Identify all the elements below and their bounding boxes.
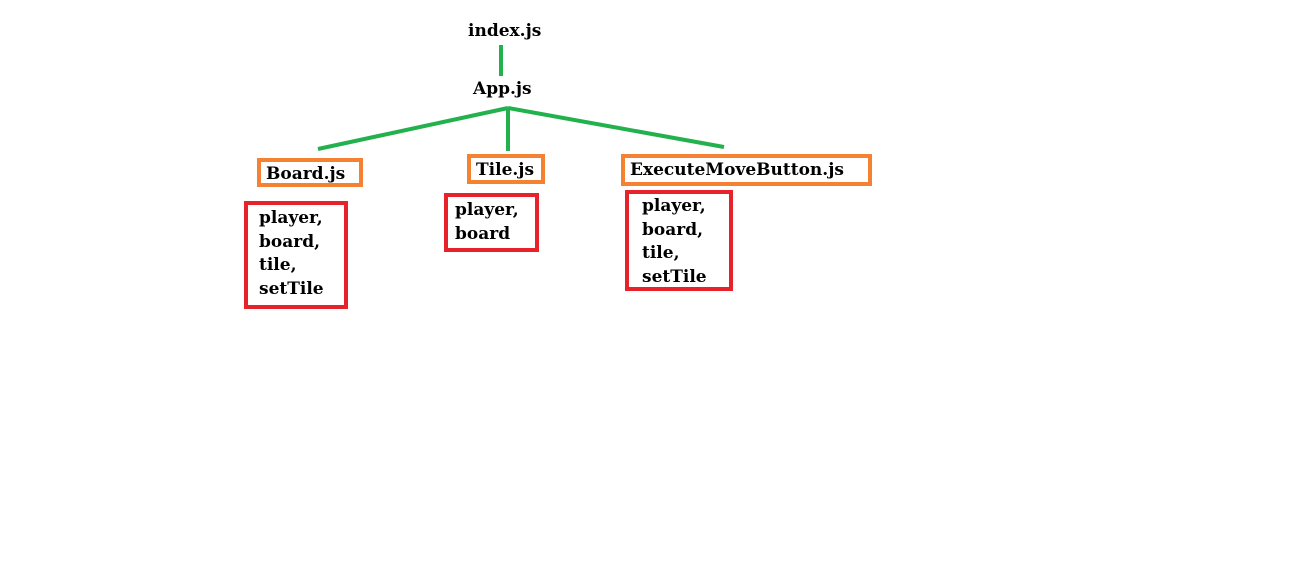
- props-tile: player, board: [444, 193, 539, 252]
- prop-item: player,: [642, 196, 706, 216]
- prop-item: board: [455, 223, 511, 244]
- connector-app-board: [317, 106, 509, 151]
- root-node-index: index.js: [468, 21, 542, 41]
- prop-item: setTile: [642, 266, 707, 287]
- props-board: player, board, tile, setTile: [244, 201, 348, 309]
- component-executemovebutton: ExecuteMoveButton.js: [621, 154, 872, 186]
- app-node: App.js: [473, 79, 532, 99]
- prop-item: player,: [259, 208, 323, 228]
- connector-app-executemovebutton: [507, 106, 725, 149]
- prop-item: tile,: [259, 255, 297, 275]
- prop-item: setTile: [259, 278, 324, 299]
- prop-item: player,: [455, 200, 519, 220]
- component-board: Board.js: [257, 158, 363, 187]
- prop-item: tile,: [642, 243, 680, 263]
- prop-item: board,: [642, 219, 704, 240]
- props-executemovebutton: player, board, tile, setTile: [625, 190, 733, 291]
- component-tile: Tile.js: [467, 154, 545, 184]
- prop-item: board,: [259, 231, 321, 252]
